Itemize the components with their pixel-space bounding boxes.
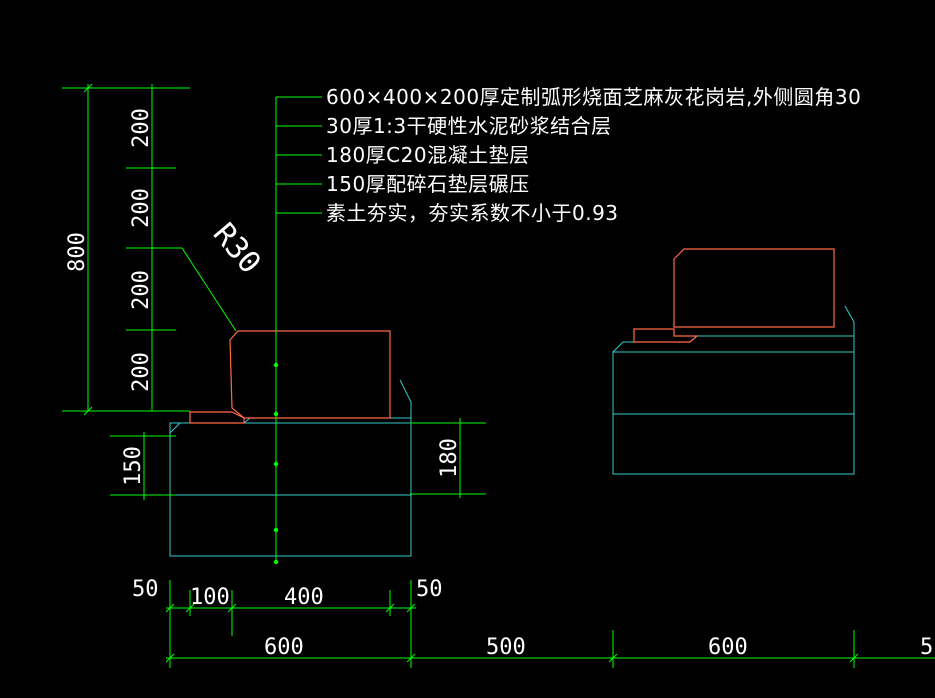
dim-right-layer: 180	[437, 438, 462, 478]
dim-bottom-4: 5	[920, 635, 933, 660]
note-1: 600×400×200厚定制弧形烧面芝麻灰花岗岩,外侧圆角30	[326, 85, 861, 109]
note-leaders	[276, 96, 322, 214]
dim-right-offset: 50	[416, 577, 443, 602]
dim-inner-b: 400	[284, 585, 324, 610]
dim-bottom-3: 600	[708, 635, 748, 660]
dim-segment-2: 200	[129, 188, 154, 228]
gravel-layer-left	[169, 494, 412, 557]
dim-inner-a: 100	[190, 585, 230, 610]
vertical-dimensions: 800 200 200 200 200 150 180	[62, 83, 486, 500]
note-5: 素土夯实，夯实系数不小于0.93	[326, 201, 619, 225]
dim-left-layer: 150	[121, 446, 146, 486]
layer-notes: 600×400×200厚定制弧形烧面芝麻灰花岗岩,外侧圆角30 30厚1:3干硬…	[326, 85, 861, 225]
gravel-layer-right	[612, 413, 855, 475]
dim-left-offset: 50	[132, 577, 159, 602]
concrete-layer-right	[612, 351, 855, 415]
curb-stone-left	[229, 330, 391, 419]
note-4: 150厚配碎石垫层碾压	[326, 172, 530, 196]
note-3: 180厚C20混凝土垫层	[326, 143, 530, 167]
left-section	[169, 97, 412, 565]
note-2: 30厚1:3干硬性水泥砂浆结合层	[326, 114, 612, 138]
right-section	[612, 248, 855, 475]
horizontal-dimensions: 50 100 400 50 600 500 600 5	[132, 577, 935, 668]
mortar-wedge-right	[633, 328, 699, 343]
dim-bottom-1: 600	[264, 635, 304, 660]
base-outline-left	[169, 379, 412, 556]
dim-bottom-2: 500	[486, 635, 526, 660]
dim-segment-1: 200	[129, 108, 154, 148]
dim-segment-3: 200	[129, 270, 154, 310]
radius-label: R30	[206, 217, 268, 281]
dim-total-height: 800	[65, 232, 90, 272]
concrete-layer-left	[169, 422, 412, 496]
curb-stone-right	[673, 248, 835, 328]
dim-segment-4: 200	[129, 352, 154, 392]
mortar-wedge-left	[189, 411, 245, 424]
radius-callout: R30	[155, 217, 268, 332]
